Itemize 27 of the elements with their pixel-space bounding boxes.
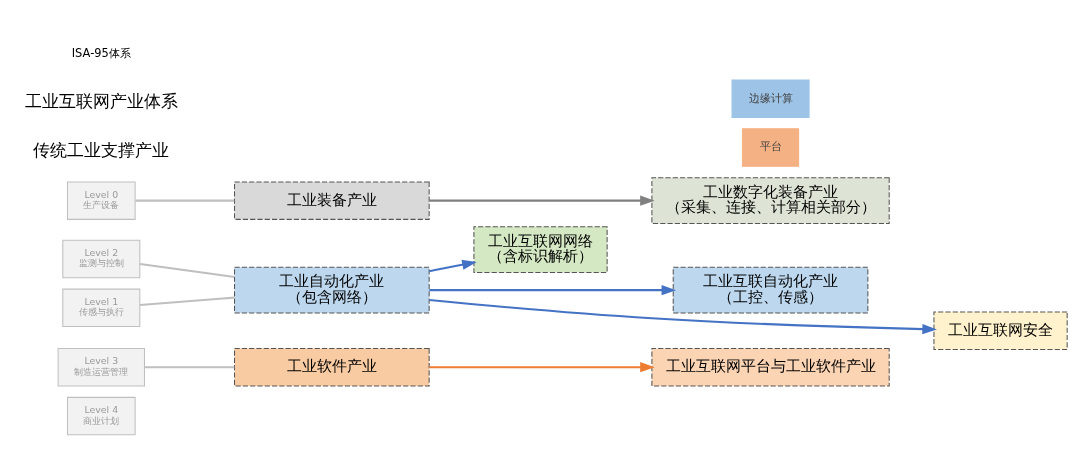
node-box: Level 1 传感与执行 xyxy=(62,288,141,328)
connector xyxy=(139,263,235,279)
node-box: 工业软件产业 xyxy=(234,347,430,387)
node-box: 平台 xyxy=(741,128,800,167)
arrow xyxy=(429,285,677,296)
label: 工业互联网产业体系 xyxy=(24,91,178,111)
node-box: Level 2 监测与控制 xyxy=(62,239,141,279)
connector xyxy=(140,296,235,306)
node-box: 工业数字化装备产业 （采集、连接、计算相关部分） xyxy=(651,177,890,225)
connector xyxy=(135,199,235,202)
arrow xyxy=(429,362,655,373)
arrow xyxy=(429,259,477,273)
node-box: 工业互联自动化产业 （工控、传感） xyxy=(672,266,869,314)
node-box: 工业互联网网络 （含标识解析） xyxy=(473,226,608,273)
arrow xyxy=(429,195,655,206)
label: 传统工业支撑产业 xyxy=(33,140,170,160)
node-box: Level 0 生产设备 xyxy=(66,181,136,220)
label: ISA-95体系 xyxy=(71,45,131,60)
arrow xyxy=(429,298,937,335)
node-box: 工业自动化产业 （包含网络） xyxy=(234,266,430,314)
node-box: 边缘计算 xyxy=(731,79,810,118)
connector xyxy=(144,366,235,369)
node-box: 工业互联网平台与工业软件产业 xyxy=(651,347,890,387)
node-box: 工业互联网安全 xyxy=(933,311,1068,350)
node-box: Level 3 制造运营管理 xyxy=(57,347,145,387)
node-box: 工业装备产业 xyxy=(234,181,430,220)
node-box: Level 4 商业计划 xyxy=(66,396,136,436)
